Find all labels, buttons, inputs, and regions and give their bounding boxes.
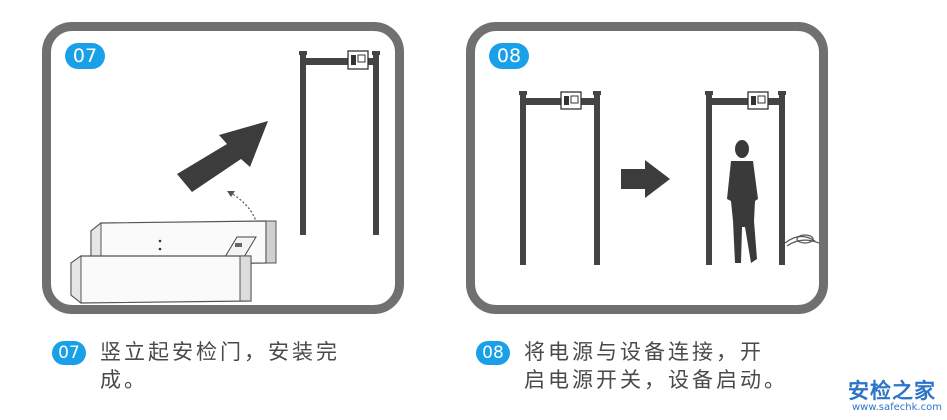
- watermark-logo: 安检之家: [848, 379, 936, 403]
- idle-gate: [519, 91, 601, 265]
- step-07-badge: 07: [65, 43, 105, 69]
- walk-through-gate: [299, 50, 380, 235]
- caption-07-line2: 成。: [100, 368, 148, 392]
- step-08-panel: 08: [466, 22, 828, 314]
- power-cable: [784, 234, 819, 247]
- lying-gate-panels: [70, 220, 277, 305]
- right-arrow-icon: [621, 160, 670, 198]
- step-08-illustration: [519, 91, 819, 265]
- big-arrow-icon: [177, 121, 268, 192]
- person-walking-icon: [727, 140, 758, 263]
- caption-08-line2: 启电源开关，设备启动。: [524, 368, 788, 392]
- caption-07-line1: 竖立起安检门，安装完: [100, 340, 340, 364]
- watermark-url: www.safechk.com: [852, 402, 942, 413]
- step-08-badge: 08: [489, 43, 529, 69]
- step-07-panel: 07: [42, 22, 404, 314]
- step-07-illustration: [70, 50, 380, 305]
- caption-08-badge: 08: [476, 341, 510, 365]
- caption-08-line1: 将电源与设备连接，开: [524, 340, 764, 364]
- active-gate: [705, 91, 786, 265]
- caption-07-badge: 07: [52, 341, 86, 365]
